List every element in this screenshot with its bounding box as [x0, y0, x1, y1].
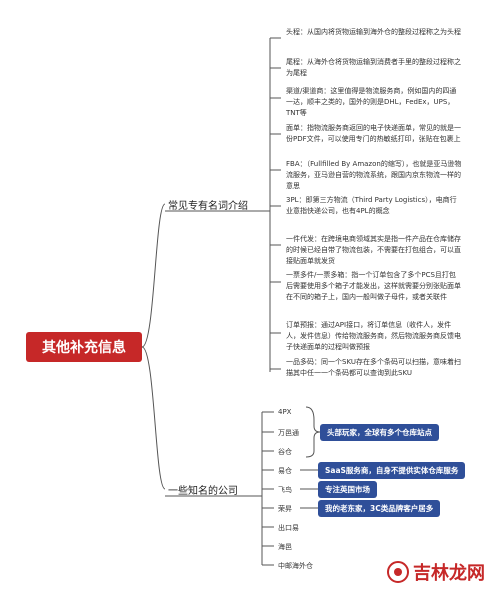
root-node: 其他补充信息	[26, 332, 142, 362]
tag-former-employer: 我的老东家，3C类品牌客户居多	[318, 500, 441, 517]
tag-saas: SaaS服务商，自身不提供实体仓库服务	[318, 462, 466, 479]
term-first-mile: 头程：从国内将货物运输到海外仓的整段过程称之为头程	[286, 28, 461, 36]
watermark-logo: 吉林龙网	[387, 559, 485, 585]
logo-icon	[387, 561, 409, 583]
term-fba: FBA：（Fullfilled By Amazon的缩写），也就是亚马逊物流服务…	[286, 160, 462, 190]
term-channel: 渠道/渠道商：这里值得是物流服务商，例如国内的四通一达，顺丰之类的，国外的则是D…	[286, 87, 457, 117]
term-dropship: 一件代发：在跨境电商领域其实是指一件产品在仓库储存的时候已经自带了物流包装，不需…	[286, 235, 461, 265]
term-label: 面单：指物流服务商返回的电子快递面单，常见的就是一份PDF文件，可以使用专门的热…	[286, 124, 461, 143]
term-order-forecast: 订单预报：通过API接口，将订单信息（收件人，发件人，发件信息）传给物流服务商，…	[286, 321, 461, 351]
company-4px: 4PX	[278, 408, 292, 416]
company-haiyi: 海邑	[278, 543, 292, 551]
term-last-mile: 尾程：从海外仓将货物运输到消费者手里的整段过程称之为尾程	[286, 58, 461, 77]
tag-uk-market: 专注英国市场	[318, 481, 377, 498]
term-3pl: 3PL：即第三方物流（Third Party Logistics），电商行业意指…	[286, 196, 457, 215]
company-yicang: 易仓	[278, 467, 292, 475]
company-rongsheng: 荣昇	[278, 505, 292, 513]
branch-terms: 常见专有名词介绍	[168, 201, 248, 212]
watermark-text: 吉林龙网	[413, 563, 485, 584]
term-multi-barcode: 一品多码：同一个SKU存在多个条码可以扫描，意味着扫描其中任一一个条码都可以查询…	[286, 358, 461, 377]
company-gucang: 谷仓	[278, 448, 292, 456]
tag-top-player: 头部玩家，全球有多个仓库站点	[320, 424, 439, 441]
branch-companies: 一些知名的公司	[168, 486, 238, 497]
company-chukouyi: 出口易	[278, 524, 299, 532]
company-chinapost-overseas: 中邮海外仓	[278, 562, 313, 570]
term-multi-box: 一票多件/一票多箱：指一个订单包含了多个PCS且打包后需要使用多个箱子才能发出，…	[286, 271, 461, 301]
company-wanyitong: 万邑通	[278, 429, 299, 437]
company-feiniao: 飞鸟	[278, 486, 292, 494]
